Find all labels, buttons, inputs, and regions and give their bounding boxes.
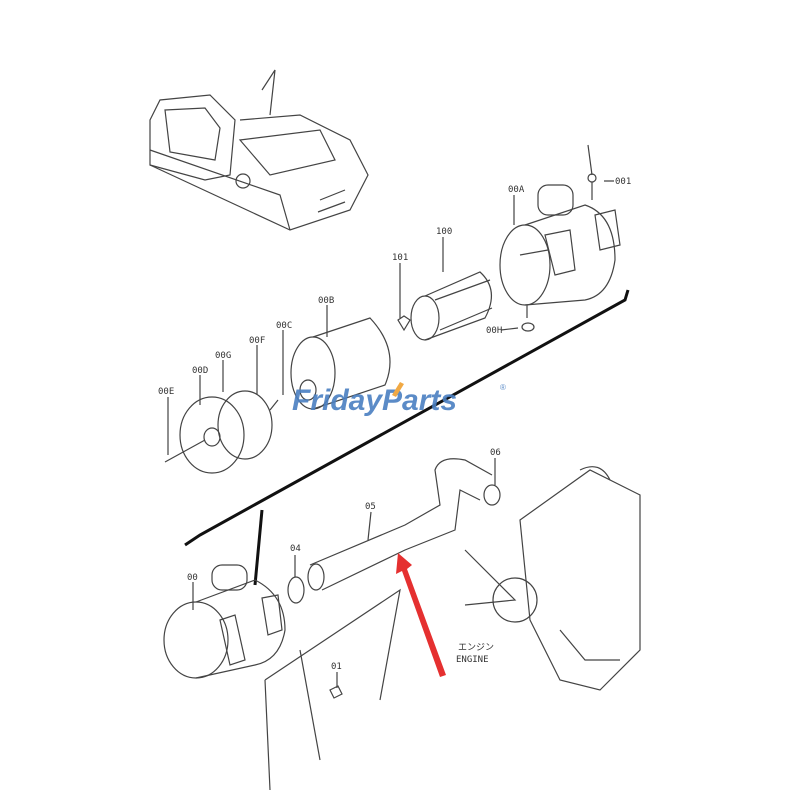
cover-00D bbox=[164, 390, 279, 474]
group-bracket bbox=[184, 289, 630, 547]
label-00F: 00F bbox=[249, 336, 265, 346]
label-00: 00 bbox=[187, 573, 198, 583]
label-01: 01 bbox=[331, 662, 342, 672]
air-cleaner-housing-00A bbox=[499, 144, 621, 332]
red-arrow-indicator bbox=[396, 553, 446, 677]
engine-label: ENGINE bbox=[456, 655, 489, 665]
label-00H: 00H bbox=[486, 326, 502, 336]
engine-illustration bbox=[464, 466, 641, 691]
label-04: 04 bbox=[290, 544, 301, 554]
outer-filter-00B bbox=[290, 317, 391, 410]
label-101: 101 bbox=[392, 253, 408, 263]
svg-text:®: ® bbox=[500, 383, 506, 392]
fastener-101 bbox=[397, 315, 411, 332]
label-06: 06 bbox=[490, 448, 501, 458]
air-cleaner-00 bbox=[163, 564, 286, 679]
label-001: 001 bbox=[615, 177, 631, 187]
clamp-06 bbox=[483, 484, 501, 506]
excavator-illustration bbox=[149, 69, 369, 231]
fridayparts-watermark-logo: FridayParts ® bbox=[292, 382, 506, 417]
label-00B: 00B bbox=[318, 296, 334, 306]
clamp-04 bbox=[287, 576, 305, 604]
label-00C: 00C bbox=[276, 321, 292, 331]
label-00A: 00A bbox=[508, 185, 525, 195]
label-00D: 00D bbox=[192, 366, 208, 376]
svg-text:FridayParts: FridayParts bbox=[292, 384, 457, 417]
bolt-01 bbox=[329, 685, 343, 699]
engine-label-jp: エンジン bbox=[458, 643, 494, 653]
group-bracket-leader bbox=[253, 509, 264, 586]
label-05: 05 bbox=[365, 502, 376, 512]
inner-filter-100 bbox=[410, 271, 493, 341]
label-00E: 00E bbox=[158, 387, 174, 397]
frame-panel bbox=[264, 588, 401, 791]
label-100: 100 bbox=[436, 227, 452, 237]
hose-05 bbox=[309, 458, 493, 591]
label-00G: 00G bbox=[215, 351, 231, 361]
